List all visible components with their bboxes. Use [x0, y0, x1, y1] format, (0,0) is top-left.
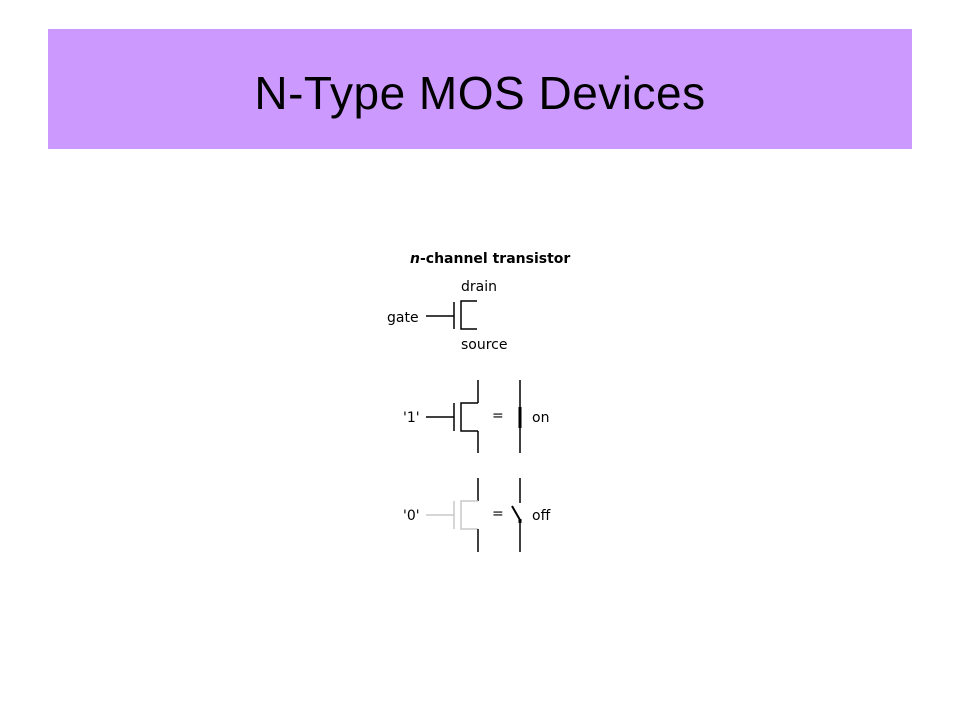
diagram-caption: n-channel transistor [410, 251, 570, 267]
on-input-label: '1' [403, 410, 420, 426]
gate-label: gate [387, 310, 419, 326]
source-label: source [461, 337, 508, 353]
on-equals: = [492, 408, 504, 424]
caption-italic: n [410, 251, 420, 267]
off-channel-bracket [460, 500, 478, 530]
on-channel-bracket [460, 402, 478, 432]
off-switch-open [511, 505, 521, 521]
on-case: '1' = on [403, 380, 549, 453]
off-case: '0' = off [403, 478, 551, 552]
on-state-label: on [532, 410, 549, 426]
off-state-label: off [532, 508, 551, 524]
off-input-label: '0' [403, 508, 420, 524]
channel-bracket [460, 300, 477, 330]
caption-rest: -channel transistor [420, 251, 570, 267]
slide-title: N-Type MOS Devices [254, 67, 706, 119]
off-switch-contact [518, 519, 522, 523]
drain-label: drain [461, 279, 497, 295]
title-bar: N-Type MOS Devices [48, 29, 912, 149]
off-equals: = [492, 506, 504, 522]
transistor-symbol: drain gate source [387, 279, 508, 353]
